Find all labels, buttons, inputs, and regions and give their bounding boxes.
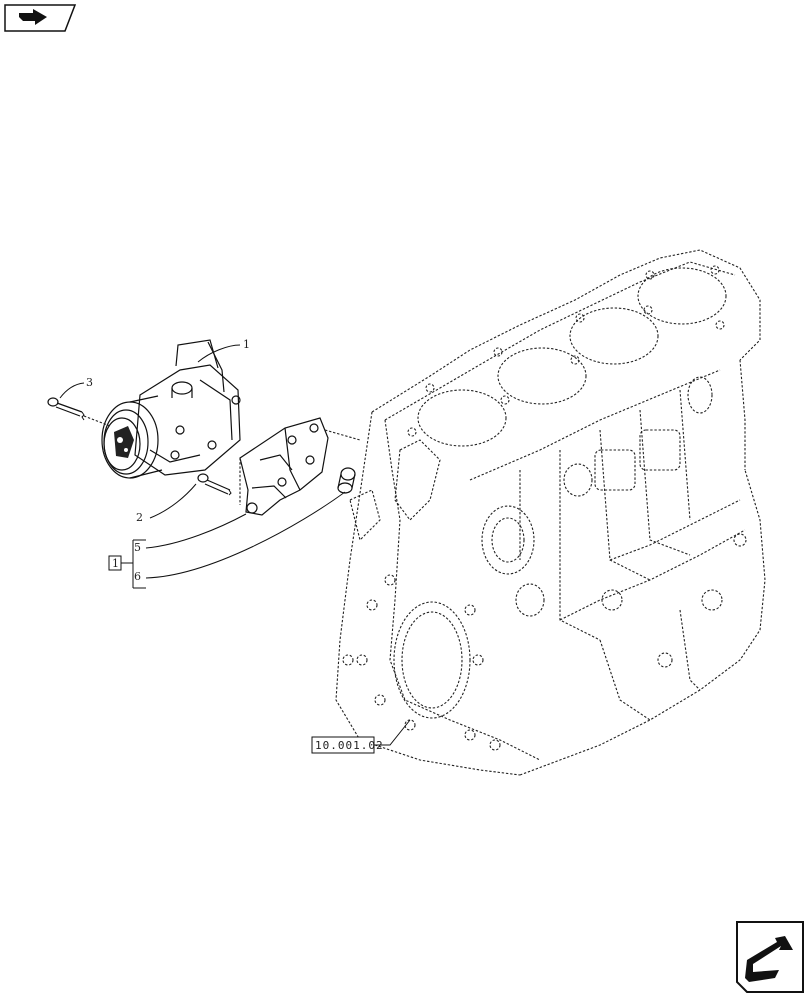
front-cover-bosses <box>342 574 501 751</box>
callout-label-2: 2 <box>136 511 143 524</box>
deck-bolt-holes <box>407 265 725 437</box>
engine-block-reference[interactable]: 10.001.02 <box>311 719 411 754</box>
callout-item-3: 3 <box>59 376 93 399</box>
callout-label-5: 5 <box>134 541 141 554</box>
callout-label-3: 3 <box>86 376 93 389</box>
ac-compressor <box>101 339 241 479</box>
spacer-item-6 <box>337 467 356 494</box>
engine-block-illustration <box>335 249 766 776</box>
callout-item-1: 1 <box>197 338 250 363</box>
mounting-bracket <box>239 417 361 516</box>
callout-item-2: 2 <box>136 483 197 524</box>
bolt-item-2 <box>197 473 232 496</box>
next-page-arrow-icon[interactable] <box>735 920 805 994</box>
bolt-item-3 <box>47 397 111 427</box>
previous-page-arrow-icon[interactable] <box>3 3 77 33</box>
reference-label: 10.001.02 <box>315 739 384 752</box>
callout-label-6: 6 <box>134 570 141 583</box>
callout-label-1: 1 <box>243 338 250 351</box>
callout-kit-label: 1 <box>112 557 119 570</box>
callout-kit-group: 1 5 6 <box>108 491 346 589</box>
